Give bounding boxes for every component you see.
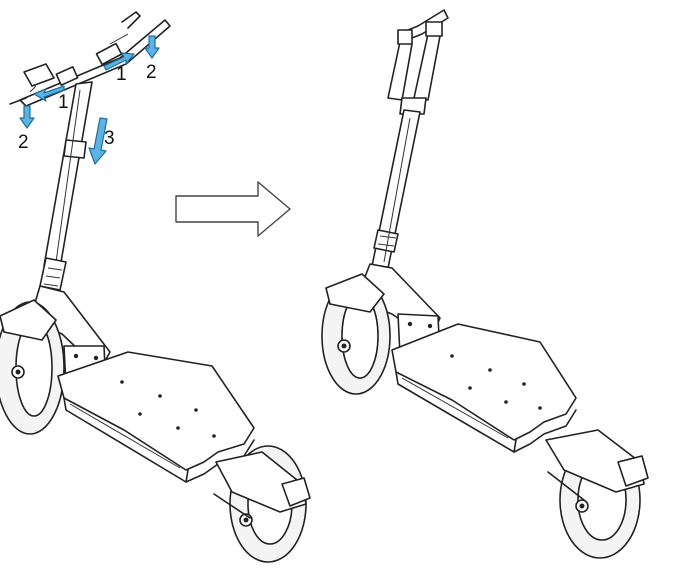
front-wheel-folded bbox=[321, 273, 391, 395]
step-2-left-arrow: 2 bbox=[18, 105, 35, 153]
front-wheel-unfolded bbox=[0, 299, 65, 435]
scooter-unfolded: 1 1 2 2 3 bbox=[0, 11, 311, 563]
step-1-left-arrow: 1 bbox=[33, 85, 69, 113]
step-3-down-arrow: 3 bbox=[88, 117, 115, 165]
step-1-left-label: 1 bbox=[58, 92, 69, 113]
stem-unfolded bbox=[39, 81, 93, 291]
step-2-right-label: 2 bbox=[146, 62, 157, 83]
rear-wheel-folded bbox=[545, 429, 649, 559]
step-3-label: 3 bbox=[104, 128, 115, 149]
handlebar-folded bbox=[387, 9, 449, 115]
rear-wheel-unfolded bbox=[213, 445, 311, 563]
deck-folded bbox=[391, 323, 577, 453]
right-arrow-icon bbox=[175, 181, 291, 237]
scooter-folded bbox=[321, 9, 649, 559]
stem-folded bbox=[371, 109, 421, 269]
step-2-right-arrow: 2 bbox=[144, 35, 160, 83]
step-1-right-label: 1 bbox=[116, 64, 127, 85]
step-1-right-arrow: 1 bbox=[103, 52, 135, 85]
step-2-left-label: 2 bbox=[18, 132, 29, 153]
